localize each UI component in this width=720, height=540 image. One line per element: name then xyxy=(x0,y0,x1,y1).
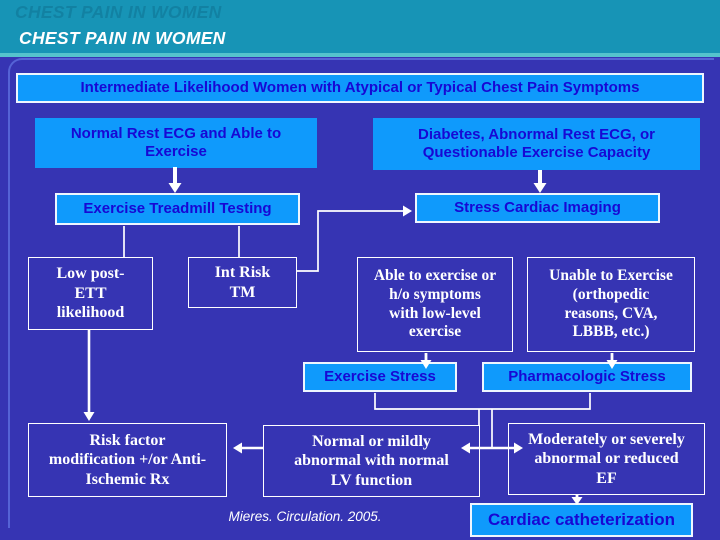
header-divider xyxy=(0,53,720,57)
node-moderately-severely-abnormal: Moderately or severely abnormal or reduc… xyxy=(508,423,705,495)
connector-line xyxy=(123,226,240,258)
node-normal-rest-ecg: Normal Rest ECG and Able to Exercise xyxy=(35,118,317,168)
node-unable-to-exercise: Unable to Exercise (orthopedic reasons, … xyxy=(527,257,695,352)
arrow-down-icon xyxy=(533,170,547,193)
node-low-post-ett-likelihood: Low post- ETT likelihood xyxy=(28,257,153,330)
banner-intermediate-likelihood: Intermediate Likelihood Women with Atypi… xyxy=(16,73,704,103)
arrow-down-icon xyxy=(168,167,182,193)
node-exercise-treadmill-testing: Exercise Treadmill Testing xyxy=(55,193,300,225)
page-title: CHEST PAIN IN WOMEN xyxy=(19,28,226,48)
node-risk-factor-modification: Risk factor modification +/or Anti- Isch… xyxy=(28,423,227,497)
node-pharmacologic-stress: Pharmacologic Stress xyxy=(482,362,692,392)
node-diabetes-abnormal-ecg: Diabetes, Abnormal Rest ECG, or Question… xyxy=(373,118,700,170)
node-cardiac-catheterization: Cardiac catheterization xyxy=(470,503,693,537)
page-title-shadow: CHEST PAIN IN WOMEN xyxy=(15,2,222,22)
title-bar: CHEST PAIN IN WOMEN CHEST PAIN IN WOMEN xyxy=(0,0,720,53)
node-exercise-stress: Exercise Stress xyxy=(303,362,457,392)
citation-text: Mieres. Circulation. 2005. xyxy=(228,509,382,524)
node-stress-cardiac-imaging: Stress Cardiac Imaging xyxy=(415,193,660,223)
node-normal-mildly-abnormal: Normal or mildly abnormal with normal LV… xyxy=(263,425,480,497)
arrow-down-icon xyxy=(83,330,95,421)
node-int-risk-tm: Int Risk TM xyxy=(188,257,297,308)
arrow-left-icon xyxy=(233,442,263,454)
node-able-to-exercise: Able to exercise or h/o symptoms with lo… xyxy=(357,257,513,352)
